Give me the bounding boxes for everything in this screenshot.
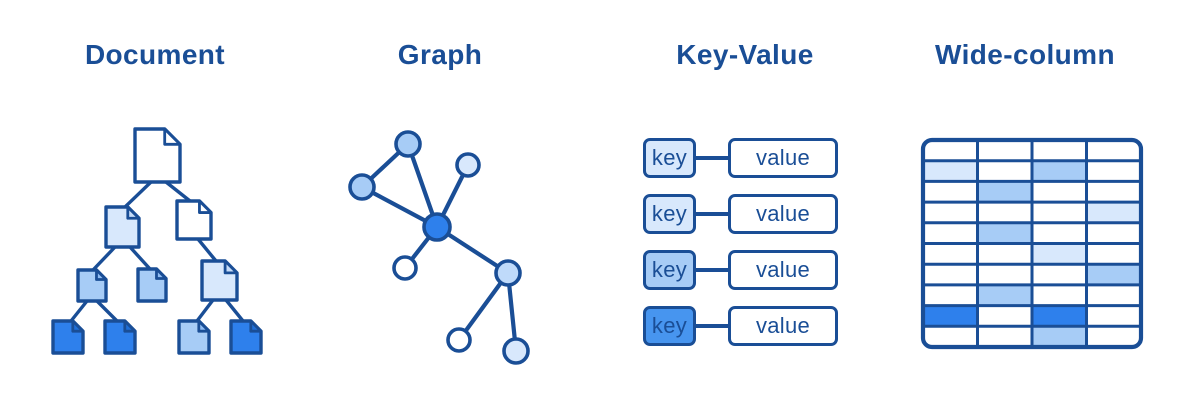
- document-fold-icon: [95, 268, 108, 281]
- key-value-connector: [694, 268, 730, 272]
- table-cell: [977, 181, 1032, 203]
- table-cell: [1086, 264, 1141, 285]
- graph-node: [392, 255, 418, 281]
- key-value-connector: [694, 156, 730, 160]
- graph-edge: [456, 270, 511, 343]
- graph-node: [446, 327, 472, 353]
- key-box: key: [643, 138, 696, 178]
- graph-node: [455, 152, 481, 178]
- key-box: key: [643, 250, 696, 290]
- tree-edge: [95, 299, 119, 323]
- graph-section-title: Graph: [397, 39, 483, 70]
- table-cell: [1032, 243, 1087, 265]
- table-cell: [923, 305, 978, 327]
- document-fold-icon: [197, 319, 211, 333]
- value-box: value: [728, 306, 838, 346]
- table-cell: [977, 284, 1032, 306]
- key-value-connector: [694, 212, 730, 216]
- tree-edge: [164, 180, 192, 203]
- graph-node: [422, 212, 452, 242]
- graph-node: [348, 173, 376, 201]
- value-box: value: [728, 194, 838, 234]
- tree-edge: [195, 298, 215, 323]
- document-fold-icon: [126, 205, 141, 220]
- graph-node: [502, 337, 530, 365]
- tree-edge: [123, 180, 153, 209]
- table-border: [920, 137, 1144, 350]
- graph-node: [394, 130, 422, 158]
- document-fold-icon: [198, 199, 213, 214]
- table-cell: [1032, 326, 1087, 347]
- key-box: key: [643, 194, 696, 234]
- tree-edge: [69, 299, 89, 323]
- tree-edge: [224, 298, 245, 323]
- value-box: value: [728, 138, 838, 178]
- tree-edge: [196, 237, 218, 263]
- document-fold-icon: [155, 267, 168, 280]
- wide-column-section-title: Wide-column: [935, 39, 1115, 70]
- table-cell: [1086, 202, 1141, 223]
- document-section-title: Document: [84, 39, 226, 70]
- document-fold-icon: [249, 319, 263, 333]
- table-cell: [1032, 305, 1087, 327]
- key-box: key: [643, 306, 696, 346]
- document-fold-icon: [71, 319, 85, 333]
- document-fold-icon: [163, 127, 182, 146]
- tree-edge: [91, 245, 117, 272]
- document-fold-icon: [223, 259, 239, 275]
- value-box: value: [728, 250, 838, 290]
- document-fold-icon: [123, 319, 137, 333]
- key-value-section-title: Key-Value: [676, 39, 814, 70]
- tree-edge: [128, 245, 152, 271]
- table-cell: [1032, 160, 1087, 182]
- key-value-connector: [694, 324, 730, 328]
- table-cell: [923, 160, 978, 182]
- table-cell: [977, 222, 1032, 244]
- graph-node: [494, 259, 522, 287]
